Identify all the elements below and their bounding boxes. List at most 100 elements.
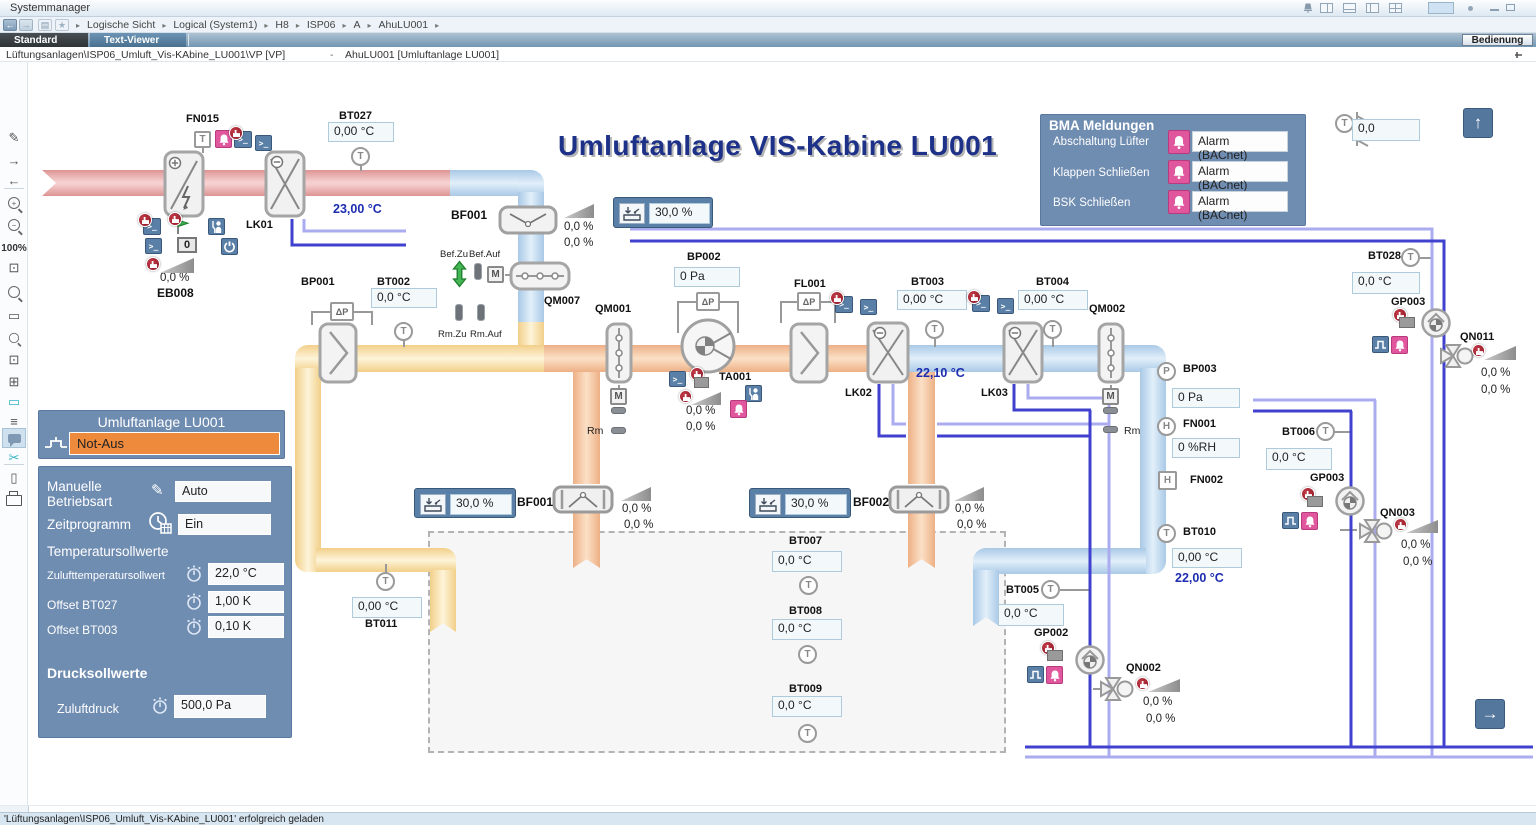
temp-sensor[interactable]: T (351, 147, 370, 166)
schedule-icon[interactable] (147, 510, 173, 541)
alarm-bell-icon[interactable] (1168, 130, 1190, 154)
zuluftdruck-value[interactable]: 500,0 Pa (174, 695, 266, 718)
betriebsart-value[interactable]: Auto (175, 481, 271, 502)
pump-gp003a[interactable] (1420, 307, 1452, 344)
breadcrumb-item[interactable]: A (353, 19, 361, 31)
breadcrumb-item[interactable]: Logische Sicht (87, 19, 156, 31)
magnifier-small-icon[interactable] (2, 328, 26, 348)
layout-active-icon[interactable] (1428, 2, 1454, 14)
restore-button[interactable] (1506, 4, 1515, 11)
zoom-out-icon[interactable]: − (2, 215, 26, 235)
fan-setpoint-button[interactable]: 30,0 % (613, 197, 713, 228)
pen-tool-icon[interactable]: ✎ (8, 130, 20, 145)
temp-sensor[interactable]: T (1401, 248, 1420, 267)
nav-right-button[interactable]: → (1475, 699, 1505, 729)
temp-sensor-box[interactable]: T (194, 131, 211, 148)
comment-tool-icon[interactable] (2, 428, 26, 448)
alarm-bell-icon[interactable] (1301, 512, 1318, 530)
teal-frame-icon[interactable]: ▭ (7, 394, 21, 409)
console-icon[interactable]: >_ (145, 238, 162, 254)
power-icon[interactable] (221, 238, 238, 255)
scrollbar-strip[interactable] (0, 805, 1536, 812)
zoom-level[interactable]: 100% (1, 242, 27, 254)
setpoint-value[interactable]: 1,00 K (208, 591, 284, 613)
setpoint-value[interactable]: 22,0 °C (208, 563, 284, 585)
damper-open-close-arrows[interactable] (451, 260, 468, 293)
pulse-icon[interactable] (1372, 336, 1389, 353)
layout-rows-icon[interactable] (1343, 3, 1356, 13)
operator-icon[interactable] (745, 385, 762, 402)
layout-split-icon[interactable] (1320, 3, 1333, 13)
console-icon[interactable]: >_ (860, 299, 877, 315)
alarm-bell-icon[interactable] (1046, 666, 1063, 684)
operator-icon[interactable] (208, 218, 225, 235)
zoom-fit-icon[interactable]: ⊡ (8, 260, 20, 275)
layout-left-icon[interactable] (1366, 3, 1379, 13)
alarm-bell-icon[interactable] (1168, 160, 1190, 184)
temp-sensor[interactable]: T (1041, 580, 1060, 599)
console-icon[interactable]: >_ (669, 371, 686, 387)
bf001-setpoint-button[interactable]: 30,0 % (414, 488, 516, 518)
temp-sensor[interactable]: T (1157, 524, 1176, 543)
bf001-setpoint-value[interactable]: 30,0 % (450, 494, 512, 515)
nav-back-icon[interactable]: ← (7, 172, 21, 188)
pan-grid-icon[interactable]: ⊞ (8, 374, 20, 389)
pressure-sensor[interactable]: P (1157, 362, 1176, 381)
setpoint-value[interactable]: 0,10 K (208, 616, 284, 638)
release-flag-icon[interactable] (168, 212, 192, 241)
override-console-icon[interactable]: >_ (138, 213, 161, 235)
temp-sensor[interactable]: T (1316, 422, 1335, 441)
override-console-icon[interactable]: >_ (830, 291, 853, 313)
temp-sensor[interactable]: T (925, 320, 944, 339)
bf002-setpoint-value[interactable]: 30,0 % (785, 494, 847, 515)
history-icon[interactable]: ▤ (38, 19, 52, 31)
humidity-sensor[interactable]: H (1158, 471, 1177, 490)
tab-standard[interactable]: Standard (0, 33, 88, 47)
alarm-bell-icon[interactable] (730, 400, 747, 418)
temp-sensor[interactable]: T (798, 724, 817, 743)
tab-text-viewer[interactable]: Text-Viewer (90, 33, 186, 47)
temp-sensor[interactable]: T (376, 572, 395, 591)
valve-qn011[interactable] (1438, 341, 1474, 376)
pulse-icon[interactable] (1027, 666, 1044, 683)
breadcrumb-item[interactable]: AhuLU001 (378, 19, 429, 31)
pump-gp002[interactable] (1074, 644, 1106, 681)
alarm-bell-icon[interactable] (1391, 336, 1408, 354)
select-region-icon[interactable]: ⊡ (8, 352, 20, 367)
pulse-icon[interactable] (1282, 512, 1299, 529)
temp-sensor[interactable]: T (1043, 320, 1062, 339)
temp-sensor[interactable]: T (394, 322, 413, 341)
fan-ta001[interactable] (679, 317, 737, 380)
pin-small-icon[interactable] (1513, 51, 1523, 59)
forward-button[interactable]: → (19, 19, 33, 31)
override-console-icon[interactable]: >_ (967, 290, 990, 312)
zoom-window-icon[interactable]: ▭ (7, 308, 21, 323)
override-console-icon[interactable]: >_ (229, 126, 252, 148)
humidity-sensor[interactable]: H (1157, 417, 1176, 436)
pen-icon[interactable]: ✎ (151, 482, 164, 499)
magnifier-icon[interactable] (2, 282, 26, 302)
breadcrumb-item[interactable]: H8 (275, 19, 289, 31)
dp-sensor[interactable]: ΔP (797, 292, 821, 311)
alarm-bell-icon[interactable] (1168, 190, 1190, 214)
temp-sensor[interactable]: T (799, 576, 818, 595)
nav-up-button[interactable]: ↑ (1463, 108, 1493, 138)
zoom-in-icon[interactable]: + (2, 193, 26, 213)
dp-sensor[interactable]: ΔP (696, 292, 720, 311)
dp-sensor[interactable]: ΔP (330, 302, 354, 321)
pin-icon[interactable] (1302, 3, 1314, 14)
print-icon[interactable] (2, 488, 26, 508)
favorites-icon[interactable]: ★ (55, 19, 69, 31)
page-icon[interactable]: ▯ (10, 470, 18, 485)
zeitprogramm-value[interactable]: Ein (178, 514, 271, 535)
layout-grid-icon[interactable] (1389, 3, 1402, 13)
bf002-setpoint-button[interactable]: 30,0 % (749, 488, 851, 518)
layers-icon[interactable]: ≡ (10, 413, 18, 429)
console-icon[interactable]: >_ (255, 135, 272, 151)
console-icon[interactable]: >_ (997, 298, 1014, 314)
crop-icon[interactable]: ✂ (8, 450, 20, 465)
minimize-button[interactable] (1490, 9, 1499, 11)
pump-gp003b[interactable] (1334, 485, 1366, 522)
app-menu-icon[interactable] (1468, 6, 1473, 11)
back-button[interactable]: ← (3, 19, 17, 31)
